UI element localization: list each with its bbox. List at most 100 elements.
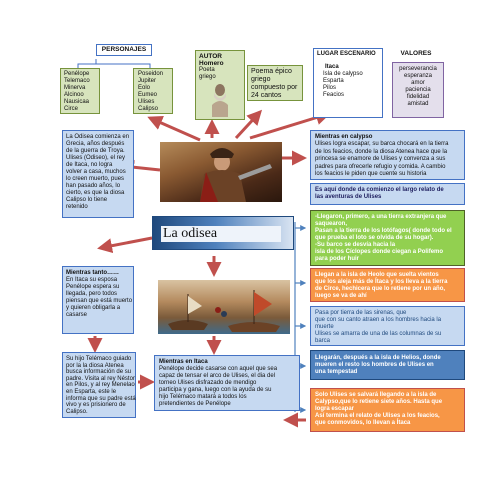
autor-header: AUTOR: [199, 53, 222, 60]
telemaco-line: informa que su padre está: [66, 395, 136, 402]
sirenas-box: Pasa por tierra de las sirenas, que que …: [310, 306, 465, 346]
sirenas-line: barca: [315, 338, 331, 344]
telemaco-line: padre. Visita al rey Néstor: [66, 375, 135, 382]
telemaco-line: Su hijo Telémaco guiado: [66, 356, 132, 362]
helios-line: una tempestad: [315, 369, 358, 375]
calypso-line: los feacios le piden que cuente su histo…: [315, 171, 427, 178]
itaca-line: Penélope decide casarse con aquel que se…: [159, 366, 278, 372]
list-item: Eumeo: [138, 92, 158, 98]
telemaco-line: por la la diosa Atenea: [66, 362, 124, 369]
lugar-item: Isla de calypso: [323, 71, 363, 77]
solo-box: Solo Ulises se salvará llegando a la isl…: [310, 388, 465, 432]
calypso-line: princesa se enamore de Ulises y convenza…: [315, 156, 446, 163]
intro-line: lo creen muerto, pues: [66, 176, 125, 182]
aqui-line: las aventuras de Ulises: [315, 194, 382, 200]
intro-line: han pasado años, lo: [66, 183, 121, 189]
lotofagos-line: isla de los Cíclopes donde ciegan a Poli…: [315, 249, 444, 255]
tanto-line: En Itaca su esposa: [66, 277, 118, 283]
aqui-box: Es aquí donde da comienzo el largo relat…: [310, 183, 465, 205]
itaca-line: participa y gana, luego con la ayuda de …: [159, 387, 272, 393]
lotofagos-line: -Su barco se desvía hacia la: [315, 242, 396, 248]
intro-line: La Odisea comienza en: [66, 134, 130, 140]
eolo-line: de Circe, hechicera que lo retiene por u…: [315, 286, 446, 292]
intro-box: La Odisea comienza en Grecia, años despu…: [62, 130, 134, 218]
list-item: Alcinoo: [64, 92, 84, 98]
list-item: Eolo: [138, 85, 151, 91]
valores-header: VALORES: [400, 50, 432, 57]
personajes-header: PERSONAJES: [96, 44, 152, 56]
valor-item: paciencia: [405, 87, 431, 93]
eolo-line: Llegan a la isla de Heolo que suelta vie…: [315, 272, 439, 278]
poema-line: Poema épico: [251, 68, 292, 75]
valor-item: perseverancia: [399, 66, 437, 72]
valor-item: fidelidad: [406, 94, 430, 100]
tanto-line: piensan que está muerto: [66, 298, 133, 304]
main-title: La odisea: [161, 226, 281, 242]
intro-line: Calipso lo tiene: [66, 197, 108, 203]
autor-role: griego: [199, 74, 216, 80]
lotofagos-line: saquearon,: [315, 221, 348, 227]
lugar-header: LUGAR ESCENARIO: [317, 51, 376, 57]
telemaco-line: busca información de su: [66, 369, 132, 376]
eolo-box: Llegan a la isla de Heolo que suelta vie…: [310, 268, 465, 302]
warrior-figure-icon: [200, 148, 272, 202]
lugar-box: LUGAR ESCENARIO Itaca Isla de calypso Es…: [313, 48, 383, 118]
telemaco-line: en Pilos, y al rey Menelao: [66, 382, 135, 389]
intro-line: de la guerra de Troya.: [66, 148, 125, 154]
sirenas-line: Pasa por tierra de las sirenas, que: [315, 310, 407, 316]
valores-box: perseverancia esperanza amor paciencia f…: [392, 62, 444, 118]
list-item: Ulises: [138, 99, 155, 105]
solo-line: Solo Ulises se salvará llegando a la isl…: [315, 392, 437, 398]
arrow-to-poema: [234, 109, 263, 140]
calypso-title: Mientras en calypso: [315, 134, 373, 140]
helios-line: Llegarán, después a la isla de Helios, d…: [315, 355, 441, 361]
personajes-list-2: Poseidon Jupiter Eolo Eumeo Ulises Calip…: [133, 68, 173, 114]
telemaco-line: en Esparta, este le: [66, 388, 117, 395]
telemaco-line: vivo y es prisionero de: [66, 402, 126, 409]
helios-box: Llegarán, después a la isla de Helios, d…: [310, 350, 465, 380]
solo-line: que conmovidos, lo llevan a Ítaca: [315, 420, 411, 426]
tanto-line: y quieren obligarla a: [66, 305, 121, 311]
intro-line: cierto, es que la diosa: [66, 190, 125, 196]
list-item: Penélope: [64, 71, 90, 77]
valor-item: amistad: [407, 101, 429, 107]
battle-scene-image: [158, 280, 290, 334]
list-item: Jupiter: [138, 78, 157, 84]
ships-battle-icon: [168, 290, 280, 332]
itaca-title: Mientras en Itaca: [159, 359, 208, 365]
lugar-item: Esparta: [323, 78, 344, 84]
odysseus-warrior-image: [160, 142, 282, 202]
telemaco-box: Su hijo Telémaco guiado por la la diosa …: [62, 352, 136, 418]
valor-item: esperanza: [403, 73, 433, 79]
poema-line: 24 cantos: [251, 92, 282, 99]
lotofagos-box: -Llegaron, primero, a una tierra extranj…: [310, 210, 465, 266]
intro-line: Ulises (Odiseo), el rey: [66, 155, 126, 161]
intro-line: volver a casa, muchos: [66, 169, 126, 175]
itaca-line: hijo Telémaco matará a todos los: [159, 394, 247, 400]
valor-item: amor: [411, 80, 425, 86]
list-item: Minerva: [64, 85, 86, 91]
tanto-line: Penélope espera su: [66, 284, 120, 290]
solo-line: Calypso,que lo retiene siete años. Hasta…: [315, 399, 443, 405]
lotofagos-line: que prueba el loto se olvida de su hogar…: [315, 235, 434, 241]
arrow-to-personajes: [147, 115, 201, 142]
homer-bust-icon: [212, 84, 228, 117]
itaca-line: torneo Ulises disfrazado de mendigo: [159, 380, 257, 386]
list-item: Poseidon: [138, 71, 164, 77]
arrow-to-lugar: [249, 110, 331, 140]
lotofagos-line: Pasan a la tierra de los lotófagos( dond…: [315, 228, 452, 234]
intro-line: retenido: [66, 204, 88, 210]
calypso-line: padres para ofrecerle refugio y comida. …: [315, 163, 446, 170]
arrow-title-left: [97, 236, 153, 254]
helios-line: mueren el resto los hombres de Ulises en: [315, 362, 434, 368]
list-item: Telemaco: [64, 78, 90, 84]
sirenas-line: que con su canto atraen a los hombres ha…: [315, 317, 442, 323]
itaca-line: pretendientes de Penélope: [159, 401, 231, 407]
eolo-line: que los aleja más de Ítaca y los lleva a…: [315, 279, 448, 285]
tanto-line: llegada, pero todos: [66, 291, 118, 297]
lotofagos-line: para poder huir: [315, 256, 360, 262]
lugar-item: Itaca: [325, 64, 339, 70]
personajes-list-1: Penélope Telemaco Minerva Alcinoo Nausic…: [60, 68, 100, 114]
lugar-item: Pilos: [323, 85, 337, 91]
poema-box: Poema épico griego compuesto por 24 cant…: [247, 65, 303, 101]
